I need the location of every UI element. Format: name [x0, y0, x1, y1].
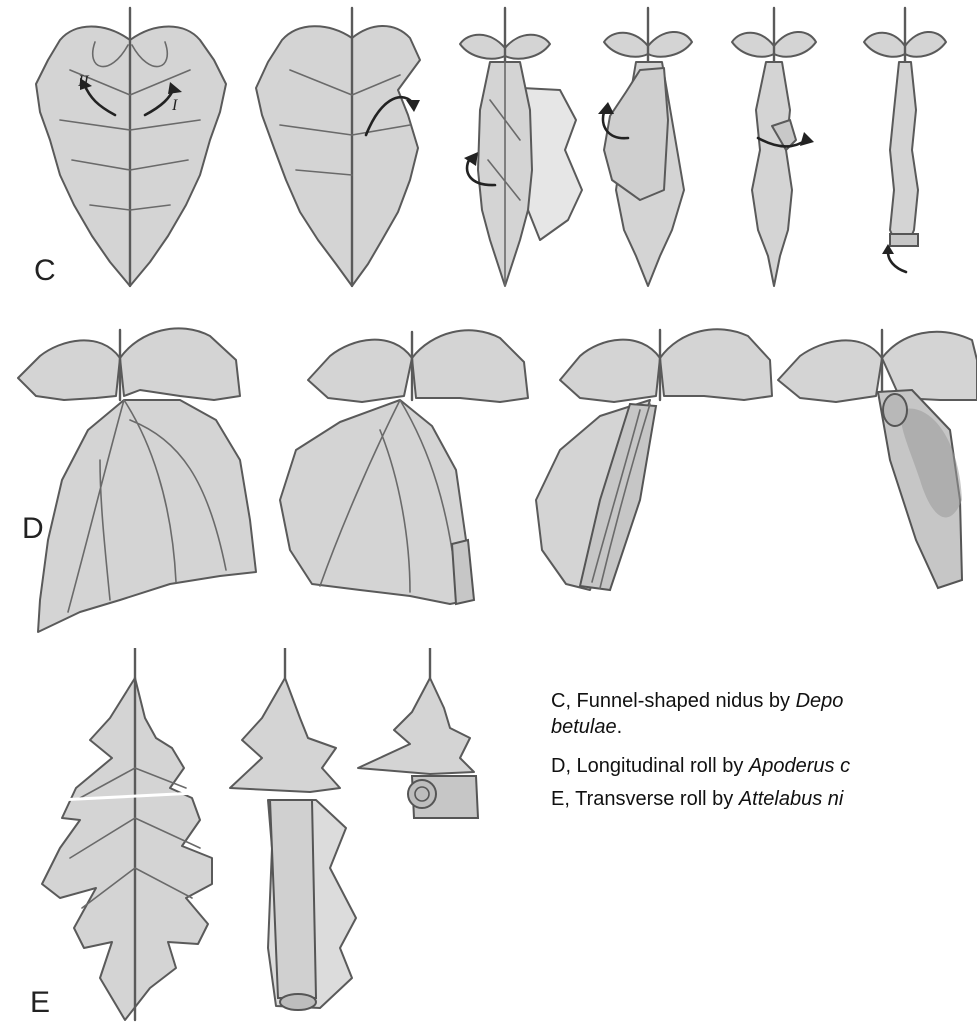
- caption-c: C, Funnel-shaped nidus by Depo: [551, 689, 843, 714]
- leaf-e3-transverse-roll: [358, 648, 478, 818]
- leaf-d3-longitudinal-roll: [536, 329, 772, 590]
- arrow-label-ii: II: [77, 73, 89, 90]
- leaf-c3-funnel-start: [460, 8, 582, 286]
- leaf-c6-funnel-complete: [864, 8, 946, 272]
- leaf-e1-cut-oak: [42, 648, 216, 1020]
- caption-d-species: Apoderus c: [749, 755, 850, 777]
- caption-e-species: Attelabus ni: [739, 788, 844, 810]
- row-label-c: C: [34, 256, 56, 286]
- leaf-c2-first-fold: [256, 8, 420, 286]
- leaf-d4-roll-complete: [778, 330, 977, 588]
- leaf-c5-funnel-narrowing: [732, 8, 816, 286]
- caption-e-text: E, Transverse roll by: [551, 788, 739, 810]
- leaf-c1-unrolled: [36, 8, 226, 286]
- leaf-d2-rolling: [280, 330, 528, 604]
- leaf-d1-cut: [18, 328, 256, 632]
- caption-c-end: .: [617, 716, 623, 738]
- caption-e: E, Transverse roll by Attelabus ni: [551, 787, 843, 812]
- row-label-d: D: [22, 514, 44, 544]
- row-e-illustrations: [0, 648, 520, 1028]
- row-d-illustrations: [0, 300, 977, 640]
- caption-c-species: Depo: [796, 690, 844, 712]
- arrow-label-i: I: [171, 97, 178, 114]
- row-c-illustrations: II I: [0, 0, 977, 300]
- leaf-e2-transverse-rolling: [230, 648, 356, 1010]
- caption-d: D, Longitudinal roll by Apoderus c: [551, 754, 850, 779]
- row-label-e: E: [30, 988, 50, 1018]
- caption-c-continuation: betulae.: [551, 715, 622, 740]
- caption-c-genus-continuation: betulae: [551, 716, 617, 738]
- caption-d-text: D, Longitudinal roll by: [551, 755, 749, 777]
- caption-c-text: C, Funnel-shaped nidus by: [551, 690, 796, 712]
- leaf-c4-funnel-wrapping: [598, 8, 692, 286]
